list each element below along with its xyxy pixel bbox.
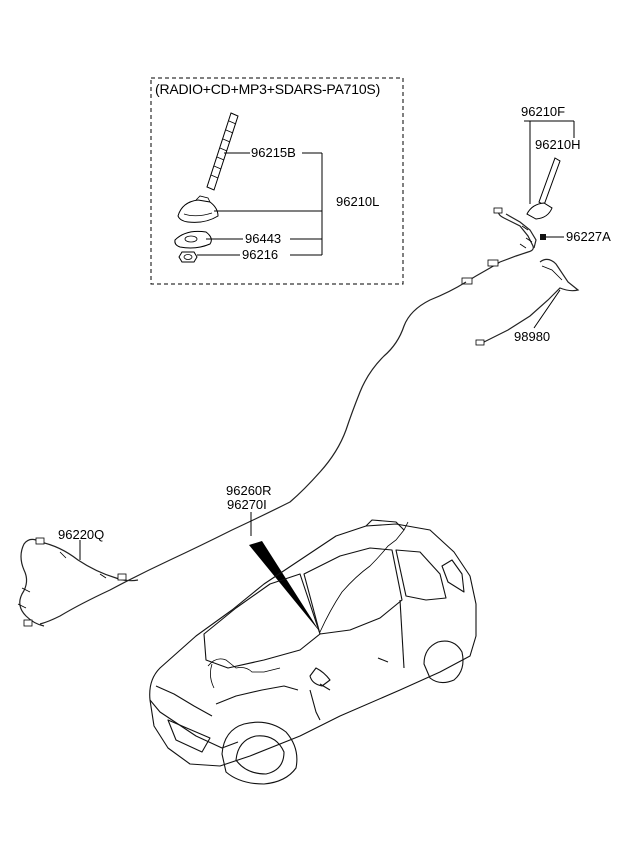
part-label-96215B: 96215B xyxy=(251,145,296,160)
part-label-96260R: 96260R xyxy=(226,483,272,498)
cable-98980-icon xyxy=(475,258,580,346)
antenna-base-icon xyxy=(177,195,219,223)
option-box-title: (RADIO+CD+MP3+SDARS-PA710S) xyxy=(155,81,381,97)
feeder-cable-upper xyxy=(461,207,537,285)
nut-icon xyxy=(178,251,198,263)
part-label-96270I: 96270I xyxy=(227,497,267,512)
part-label-96210H: 96210H xyxy=(535,137,581,152)
part-label-96220Q: 96220Q xyxy=(58,527,105,542)
part-label-96443: 96443 xyxy=(245,231,282,246)
harness-96220Q-icon xyxy=(17,537,139,627)
part-label-98980: 98980 xyxy=(514,329,551,344)
vehicle-icon xyxy=(149,519,477,785)
part-label-96216: 96216 xyxy=(242,247,279,262)
roof-antenna-icon xyxy=(526,157,561,220)
option-box xyxy=(150,77,404,285)
antenna-mast-icon xyxy=(206,112,239,191)
part-label-96210L: 96210L xyxy=(336,194,380,209)
gasket-icon xyxy=(174,230,212,249)
upper-right-leaders xyxy=(524,120,575,329)
main-antenna-cable xyxy=(39,281,467,625)
option-box-leaders xyxy=(197,152,323,256)
part-label-96210F: 96210F xyxy=(521,104,566,119)
part-label-96227A: 96227A xyxy=(566,229,611,244)
connector-96227A-icon xyxy=(540,234,546,240)
pointer-wedge xyxy=(249,541,320,632)
